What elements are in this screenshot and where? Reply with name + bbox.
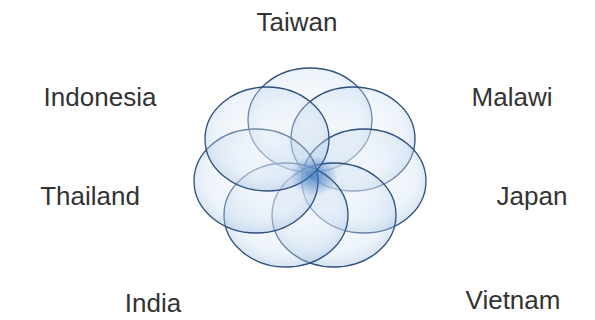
country-label: Thailand xyxy=(40,182,140,211)
country-label: Vietnam xyxy=(466,286,561,315)
country-label: Taiwan xyxy=(257,8,338,37)
country-label: Indonesia xyxy=(44,83,157,112)
country-label: Japan xyxy=(497,182,568,211)
country-label: India xyxy=(125,289,181,318)
center-highlight xyxy=(290,156,338,196)
country-label: Malawi xyxy=(472,83,553,112)
